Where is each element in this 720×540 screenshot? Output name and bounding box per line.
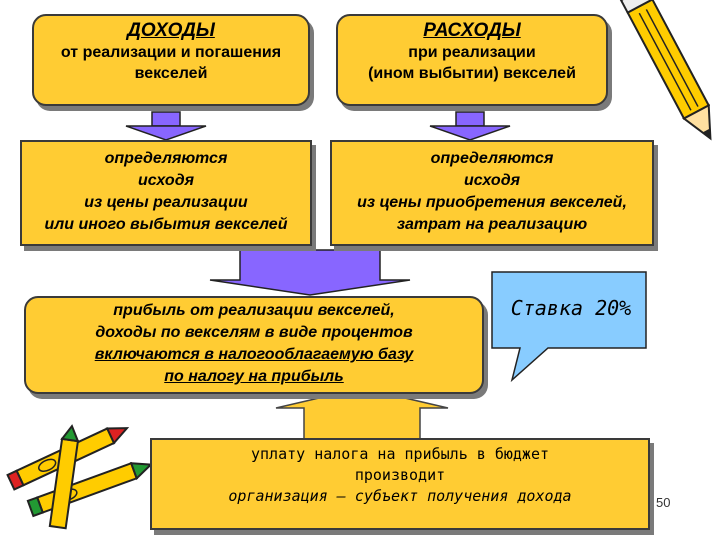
arrow-up (275, 387, 449, 441)
profit-line-3: включаются в налогооблагаемую базу (94, 346, 414, 363)
page-number: 50 (656, 495, 671, 510)
pencil-icon (619, 0, 712, 141)
income-subtitle-line-1: от реализации и погашения (60, 44, 282, 61)
arrow-merge (209, 249, 411, 296)
arrow-down-right (429, 111, 511, 141)
expenses-subtitle-line-1: при реализации (408, 44, 536, 61)
profit-line-2: доходы по векселям в виде процентов (95, 324, 413, 341)
profit-line-1: прибыль от реализации векселей, (113, 302, 395, 319)
expenses-subtitle-line-2: (ином выбытии) векселей (368, 65, 576, 82)
income-determined-line-3: из цены реализации (84, 194, 248, 211)
tax-payment-line-1: уплату налога на прибыль в бюджет (250, 445, 549, 463)
income-subtitle-line-2: векселей (134, 65, 208, 82)
profit-box: прибыль от реализации векселей, доходы п… (24, 296, 484, 394)
expenses-determined-line-2: исходя (463, 172, 521, 189)
expenses-box: РАСХОДЫ при реализации (ином выбытии) ве… (336, 14, 608, 106)
profit-line-4: по налогу на прибыль (164, 368, 344, 385)
income-title: ДОХОДЫ (127, 20, 215, 41)
tax-payment-line-2: производит (354, 466, 446, 484)
expenses-determined-line-4: затрат на реализацию (396, 216, 588, 233)
arrow-down-left (125, 111, 207, 141)
income-determined-line-4: или иного выбытия векселей (44, 216, 288, 233)
tax-payment-box: уплату налога на прибыль в бюджет произв… (150, 438, 650, 530)
expenses-title: РАСХОДЫ (423, 20, 521, 41)
expenses-determined-box: определяются исходя из цены приобретения… (330, 140, 654, 246)
tax-payment-line-3: организация – субъект получения дохода (228, 487, 572, 505)
expenses-determined-line-1: определяются (430, 150, 554, 167)
income-determined-line-2: исходя (137, 172, 195, 189)
income-determined-box: определяются исходя из цены реализации и… (20, 140, 312, 246)
income-determined-line-1: определяются (104, 150, 228, 167)
expenses-determined-line-3: из цены приобретения векселей, (357, 194, 627, 211)
rate-callout-text: Ставка 20% (510, 296, 632, 320)
rate-callout-shape (491, 271, 647, 383)
income-box: ДОХОДЫ от реализации и погашения векселе… (32, 14, 310, 106)
crayon-vertical-icon (48, 424, 80, 530)
